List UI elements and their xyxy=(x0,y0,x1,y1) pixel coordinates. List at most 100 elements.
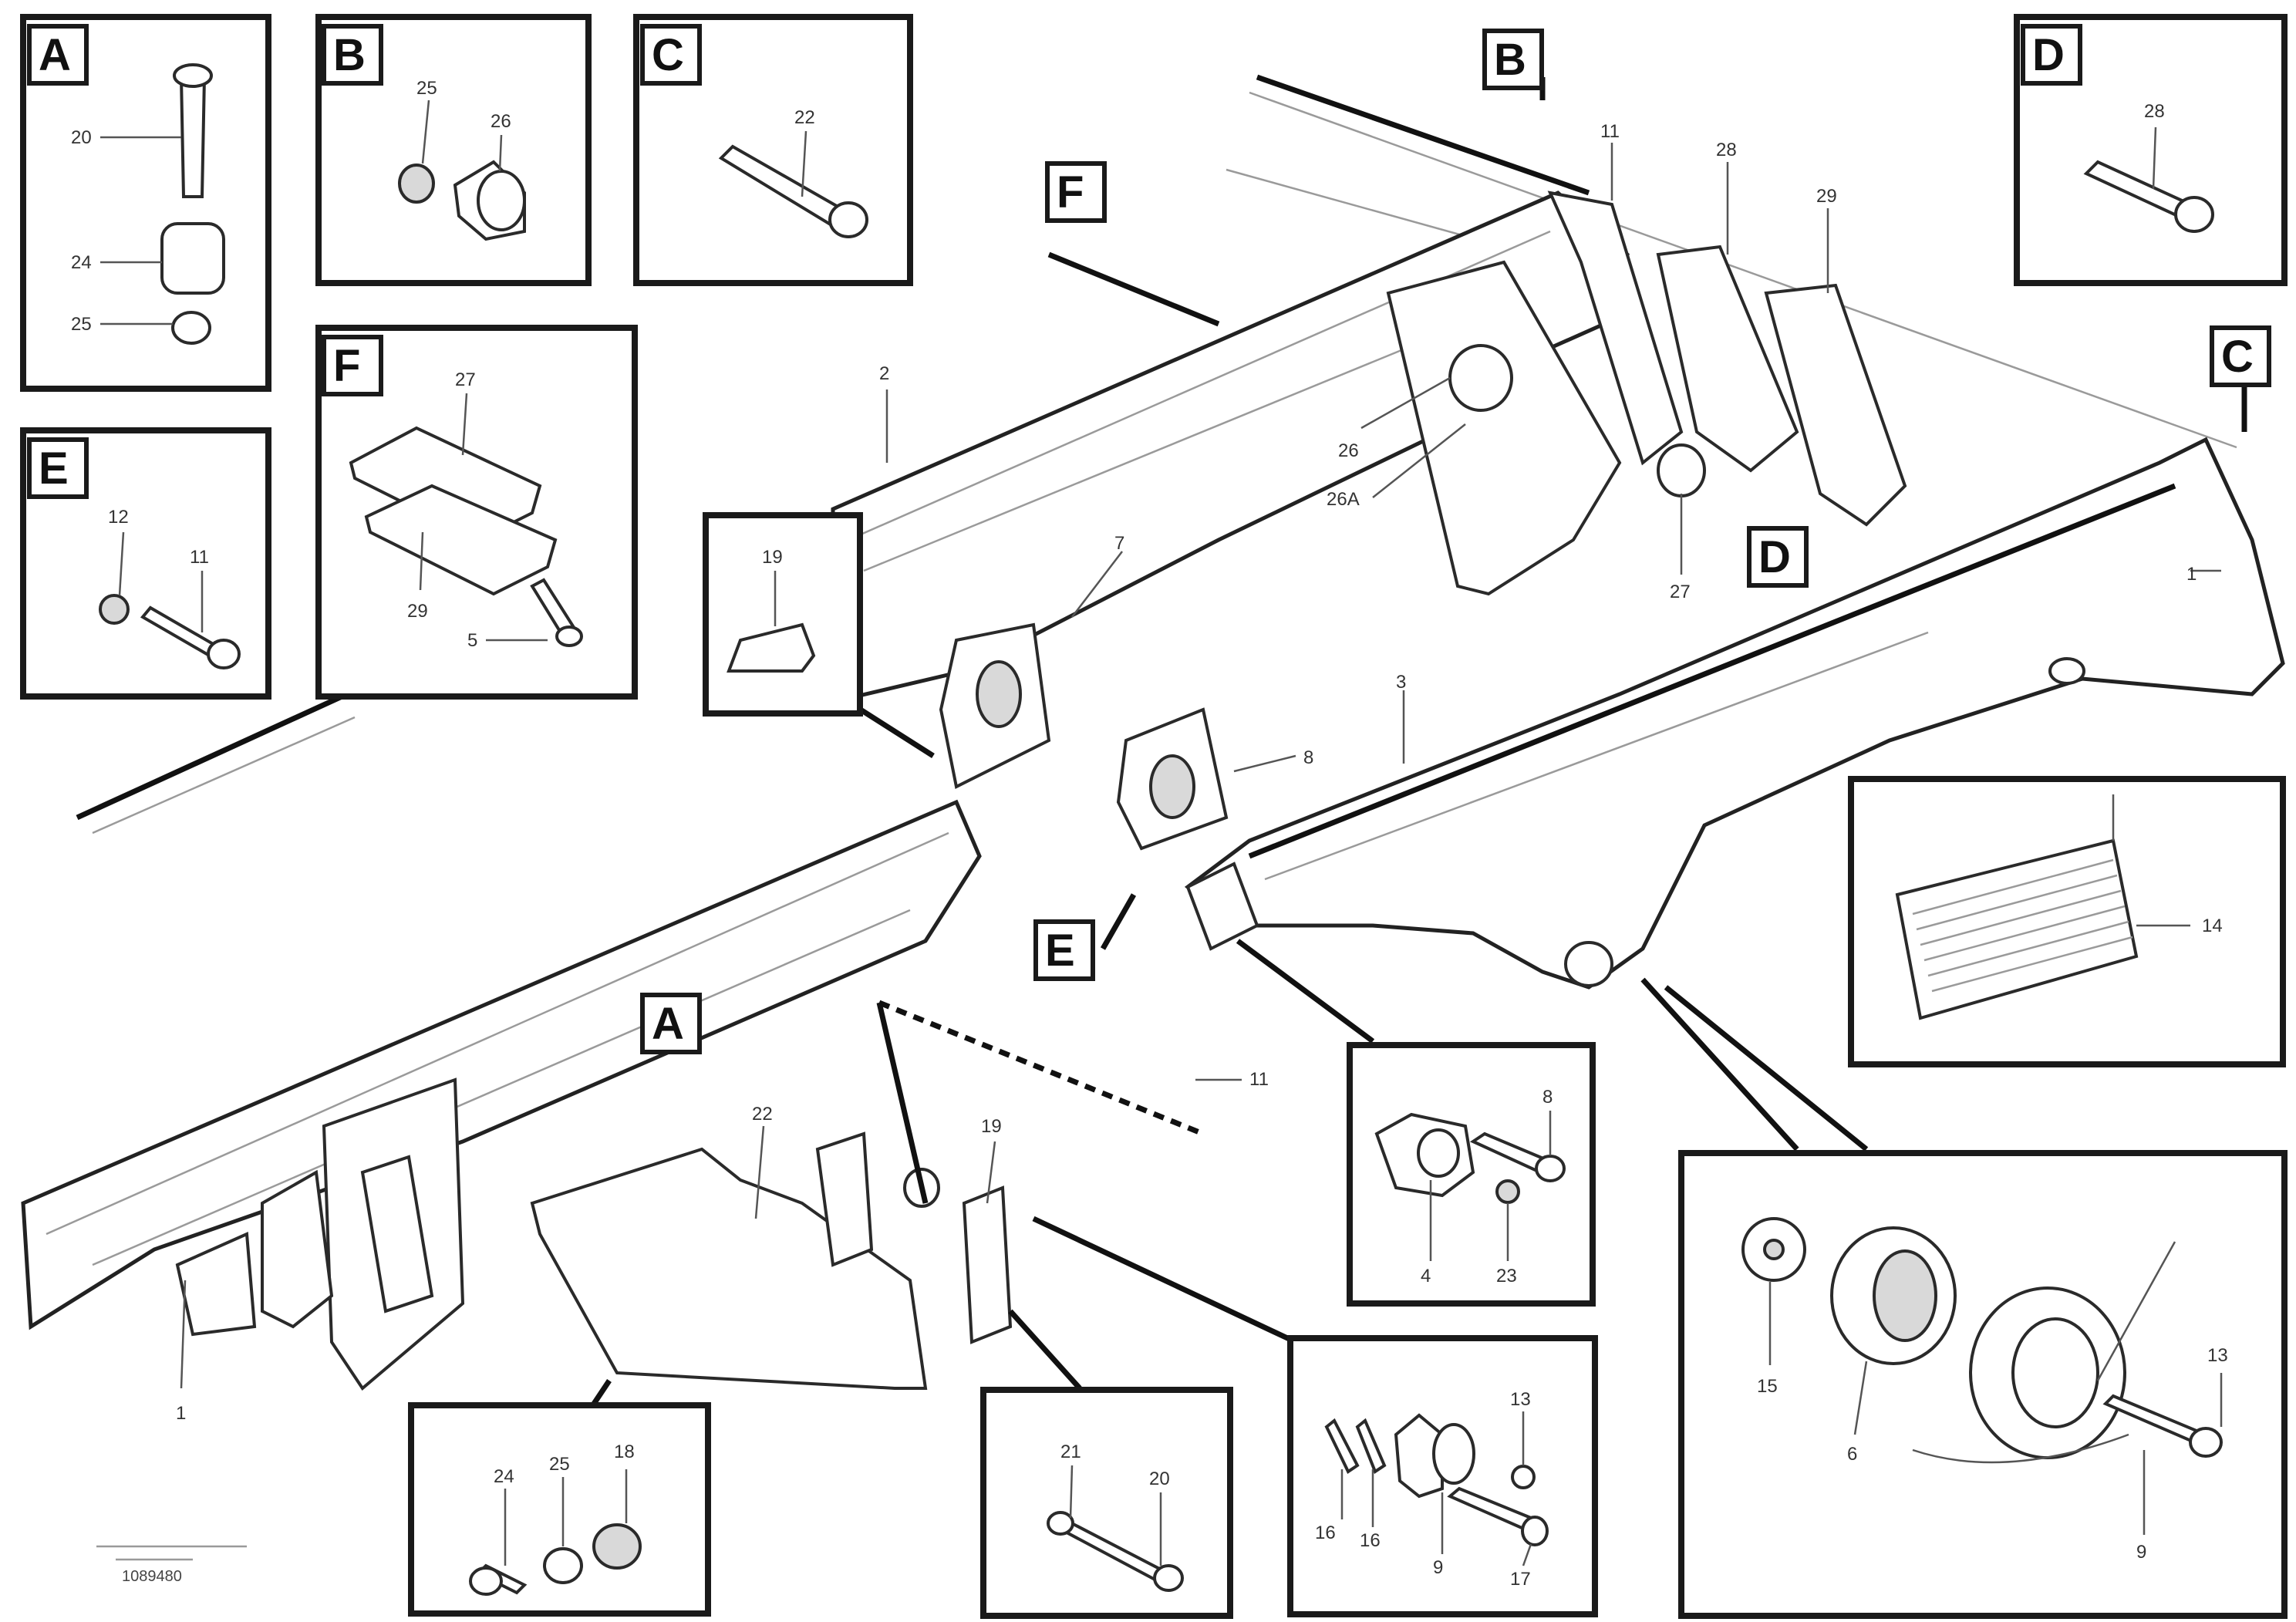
label-24-frame18: 24 xyxy=(494,1466,514,1487)
svg-text:B: B xyxy=(1494,35,1526,85)
a-link-2 xyxy=(962,1185,1013,1344)
a-link xyxy=(815,1131,874,1267)
label-23: 23 xyxy=(1496,1266,1517,1286)
label-25: 25 xyxy=(71,314,92,335)
callout-frame-b: B 25 26 xyxy=(315,14,592,286)
frame-tag-a: A xyxy=(39,30,71,80)
callout-frame-d: D 28 xyxy=(2014,14,2288,286)
label-5-f: 5 xyxy=(467,630,477,651)
label-9-frame15: 9 xyxy=(2136,1542,2146,1563)
label-19-main: 19 xyxy=(981,1116,1002,1137)
frame-tag-c: C xyxy=(652,30,684,80)
main-assembly xyxy=(21,74,2285,1391)
pin-16-b xyxy=(1355,1418,1387,1475)
nut-17 xyxy=(1521,1516,1549,1546)
mount-hole xyxy=(976,660,1022,728)
label-24: 24 xyxy=(71,252,92,273)
washer xyxy=(1657,443,1706,497)
main-tag-f: F xyxy=(1045,161,1107,223)
callout-frame-19: 19 xyxy=(703,512,863,717)
label-25-b: 25 xyxy=(416,78,437,99)
nut-18 xyxy=(592,1523,642,1570)
washer-25-frame18 xyxy=(543,1547,583,1584)
svg-text:A: A xyxy=(652,999,684,1049)
plate-29 xyxy=(364,484,558,596)
label-21: 21 xyxy=(1060,1442,1081,1462)
nut-23 xyxy=(1495,1179,1520,1204)
washer-12 xyxy=(99,594,130,625)
bracket-plate xyxy=(1386,260,1622,596)
main-part-numbers: 2 7 8 3 11 28 29 26 26A 27 1 22 19 11 1 xyxy=(176,121,2197,1424)
label-6: 6 xyxy=(1847,1444,1857,1465)
drawing-code: 1089480 xyxy=(122,1568,182,1585)
svg-text:F: F xyxy=(1057,167,1084,218)
bolt-20 xyxy=(179,76,207,198)
label-9-frame13: 9 xyxy=(1433,1557,1443,1578)
callout-frame-e: E 12 11 xyxy=(20,427,271,700)
drawing-footer: 1089480 xyxy=(96,1545,247,1585)
label-28-main: 28 xyxy=(1716,140,1737,160)
main-tag-e: E xyxy=(1033,919,1095,981)
callout-connectors xyxy=(592,77,2247,1405)
shim-plate xyxy=(1656,244,1799,473)
label-28-d: 28 xyxy=(2144,101,2165,122)
arm-end-lug xyxy=(1185,862,1259,951)
label-12-e: 12 xyxy=(108,507,129,528)
label-7: 7 xyxy=(1114,533,1124,554)
label-13-frame13: 13 xyxy=(1510,1389,1531,1410)
main-arm xyxy=(1184,437,2285,990)
arm-bushing xyxy=(1564,941,1613,987)
arm-pivot xyxy=(2048,657,2085,685)
nut-25 xyxy=(171,311,211,345)
frame-tag-b: B xyxy=(333,30,366,80)
label-22: 22 xyxy=(794,107,815,128)
frame-tag-e: E xyxy=(39,443,69,494)
callout-frame-4: 4 23 8 xyxy=(1347,1042,1596,1307)
label-27-main: 27 xyxy=(1670,582,1691,602)
label-4: 4 xyxy=(1421,1266,1431,1286)
callout-frame-21: 21 20 xyxy=(980,1387,1233,1619)
main-tag-b: B xyxy=(1482,29,1544,90)
label-10: 11 xyxy=(1249,1069,1269,1090)
frame-tag-f: F xyxy=(333,341,360,391)
svg-text:D: D xyxy=(1758,532,1791,582)
main-leaders xyxy=(180,143,2221,1389)
label-2: 2 xyxy=(879,363,889,384)
a-bracket xyxy=(530,1147,928,1390)
label-3: 3 xyxy=(1396,672,1406,693)
label-11-main: 11 xyxy=(1600,121,1620,142)
label-14: 14 xyxy=(2202,916,2223,936)
label-22-main: 22 xyxy=(752,1104,773,1125)
bushing-24 xyxy=(160,222,225,295)
nut-13 xyxy=(1511,1465,1536,1489)
label-11-e: 11 xyxy=(190,547,209,568)
label-26-b: 26 xyxy=(491,111,511,132)
label-26-main: 26 xyxy=(1338,440,1359,461)
label-16-a: 16 xyxy=(1315,1523,1336,1543)
label-17-frame13: 17 xyxy=(1510,1569,1531,1590)
label-8-frame4: 8 xyxy=(1542,1087,1553,1108)
main-tag-c: C xyxy=(2210,325,2271,387)
mount-hole-2 xyxy=(1149,754,1195,819)
label-20-frame21: 20 xyxy=(1149,1469,1170,1489)
svg-text:E: E xyxy=(1045,926,1075,976)
label-25-frame18: 25 xyxy=(549,1454,570,1475)
label-26a: 26A xyxy=(1327,489,1360,510)
callout-frame-f: F 27 29 5 xyxy=(315,325,638,700)
main-tag-a: A xyxy=(640,993,702,1054)
lower-clamp xyxy=(175,1232,257,1337)
callout-frame-14: 14 xyxy=(1848,776,2286,1067)
callout-frame-a: A 20 24 25 xyxy=(20,14,271,392)
label-20: 20 xyxy=(71,127,92,148)
decal-14 xyxy=(1895,838,2139,1020)
lower-bracket-slot xyxy=(360,1155,434,1313)
label-15: 15 xyxy=(1757,1376,1778,1397)
svg-text:C: C xyxy=(2221,332,2254,382)
label-19: 19 xyxy=(762,547,783,568)
bushing xyxy=(1448,344,1513,412)
label-8-main: 8 xyxy=(1303,747,1313,768)
link-9 xyxy=(1394,1413,1444,1499)
pin-16 xyxy=(1324,1418,1360,1474)
callout-frame-18: 24 25 18 xyxy=(408,1402,711,1617)
